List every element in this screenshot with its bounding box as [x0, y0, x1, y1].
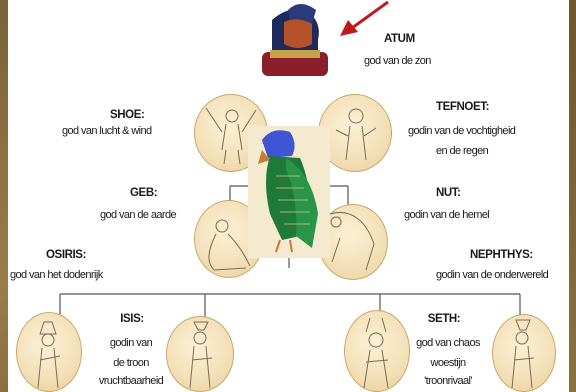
isis-desc-line2: de troon — [96, 356, 166, 370]
atum-desc: god van de zon — [364, 54, 431, 68]
nut-desc: godin van de hemel — [404, 208, 489, 222]
isis-desc-line1: godin van — [96, 336, 166, 350]
seth-name: SETH: — [418, 312, 470, 326]
osiris-name: OSIRIS: — [46, 248, 86, 262]
tefnoet-desc-line2: en de regen — [436, 144, 488, 158]
shoe-name: SHOE: — [110, 108, 144, 122]
geb-name: GEB: — [130, 186, 157, 200]
nut-name: NUT: — [436, 186, 461, 200]
tefnoet-name: TEFNOET: — [436, 100, 489, 114]
osiris-desc: god van het dodenrijk — [10, 268, 103, 282]
isis-desc-line3: vruchtbaarheid — [90, 374, 172, 388]
nephthys-name: NEPHTHYS: — [470, 248, 533, 262]
tefnoet-desc-line1: godin van de vochtigheid — [408, 124, 515, 138]
seth-desc-line1: god van chaos — [408, 336, 488, 350]
seth-desc-line2: woestijn — [418, 356, 478, 370]
shoe-desc: god van lucht & wind — [62, 124, 152, 138]
isis-name: ISIS: — [108, 312, 156, 326]
atum-name: ATUM — [384, 32, 415, 46]
geb-desc: god van de aarde — [100, 208, 176, 222]
nephthys-desc: godin van de onderwereld — [436, 268, 548, 282]
seth-desc-line3: 'troonrivaal' — [412, 374, 484, 388]
